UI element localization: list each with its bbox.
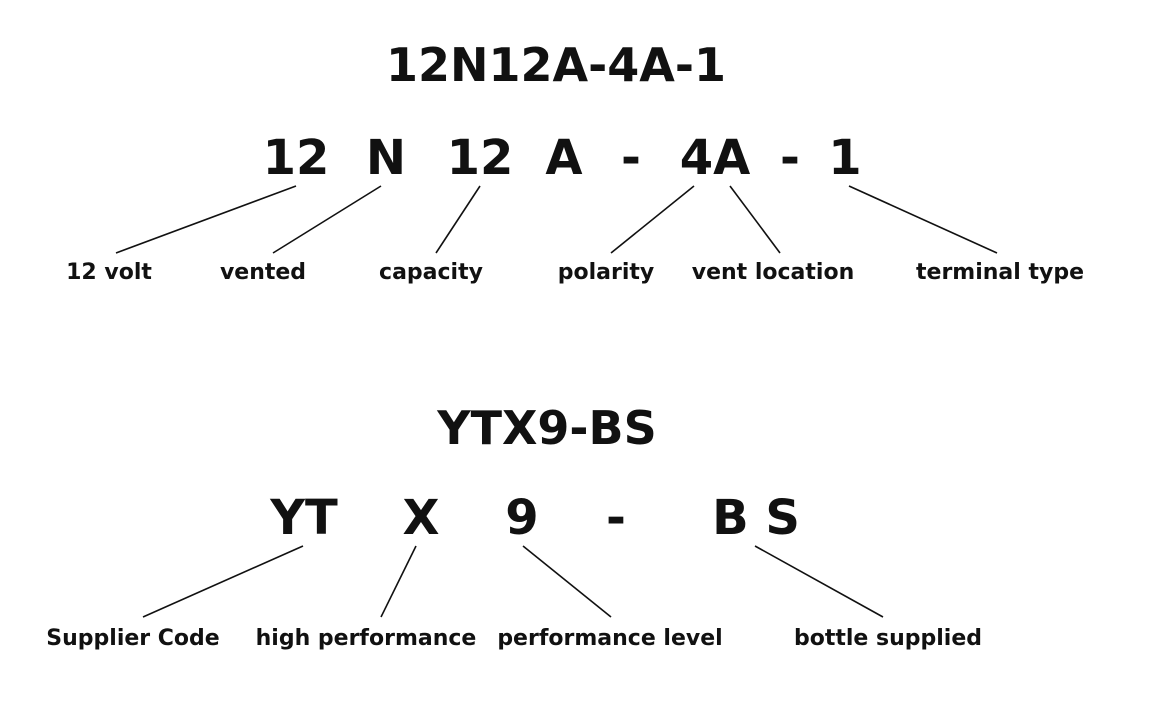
segment-a: A xyxy=(545,130,583,186)
segment-dash: - xyxy=(606,490,626,546)
segment-dash-2: - xyxy=(780,130,800,186)
connector-vented xyxy=(272,185,382,254)
segment-yt: YT xyxy=(270,490,338,546)
connector-performance-level xyxy=(522,545,612,618)
connector-capacity xyxy=(435,185,481,254)
connector-bottle-supplied xyxy=(754,545,884,618)
segment-12-capacity: 12 xyxy=(446,130,514,186)
connector-terminal-type xyxy=(848,185,998,254)
segment-x: X xyxy=(402,490,440,546)
label-performance-level: performance level xyxy=(497,626,723,651)
connector-vent-location xyxy=(729,185,781,254)
connector-high-performance xyxy=(380,545,417,618)
label-capacity: capacity xyxy=(379,260,483,285)
segment-bs: B S xyxy=(712,490,800,546)
diagram-2-title: YTX9-BS xyxy=(437,401,657,455)
connector-polarity xyxy=(610,185,695,254)
segment-4a: 4A xyxy=(679,130,751,186)
segment-9: 9 xyxy=(505,490,539,546)
label-terminal-type: terminal type xyxy=(916,260,1084,285)
segment-12: 12 xyxy=(262,130,330,186)
connector-supplier-code xyxy=(142,545,304,618)
segment-n: N xyxy=(365,130,407,186)
label-vent-location: vent location xyxy=(691,260,855,285)
label-vented: vented xyxy=(219,260,307,285)
diagram-1-title: 12N12A-4A-1 xyxy=(386,38,726,92)
label-bottle-supplied: bottle supplied xyxy=(793,626,983,651)
label-12-volt: 12 volt xyxy=(66,260,152,285)
label-supplier-code: Supplier Code xyxy=(46,626,220,651)
connector-12-volt xyxy=(115,185,297,254)
label-high-performance: high performance xyxy=(255,626,477,651)
label-polarity: polarity xyxy=(557,260,655,285)
segment-1: 1 xyxy=(828,130,862,186)
segment-dash-1: - xyxy=(621,130,641,186)
